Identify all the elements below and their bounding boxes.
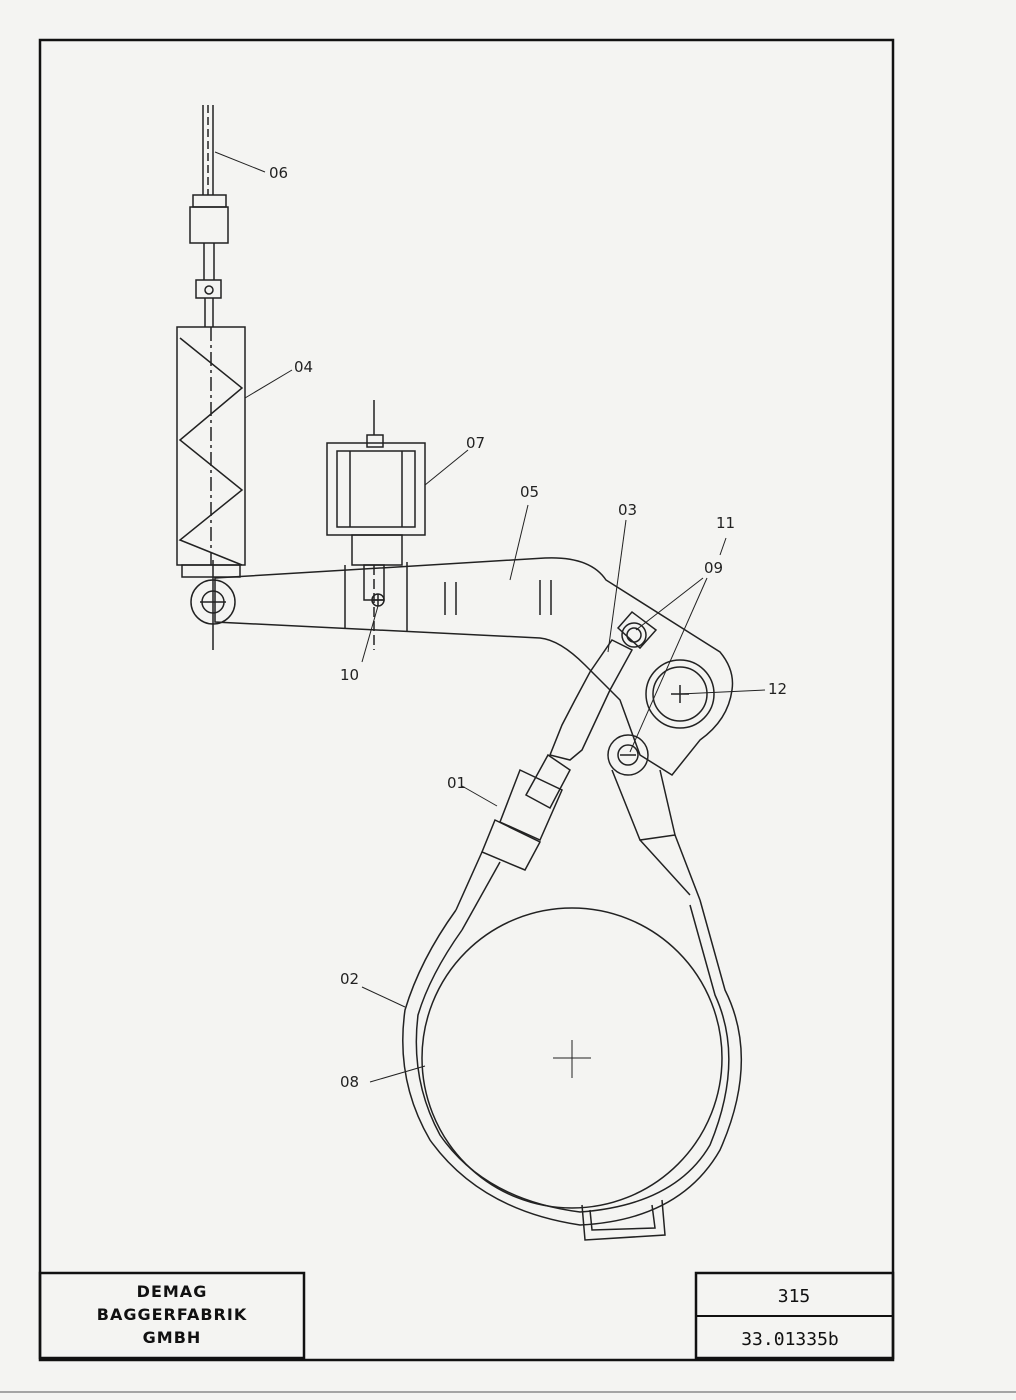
drawing-number: 33.01335b (741, 1329, 839, 1350)
spring-cylinder-04 (176, 326, 246, 578)
mechanism (176, 105, 766, 1241)
company-line-2: BAGGERFABRIK (97, 1305, 247, 1324)
magnet-07 (326, 400, 426, 650)
label-07: 07 (466, 434, 485, 452)
label-08: 08 (340, 1073, 359, 1091)
rope-06 (189, 105, 229, 327)
lever-arm-05 (190, 557, 734, 776)
title-block-numbers: 315 33.01335b (694, 1271, 895, 1360)
sheet-number: 315 (778, 1286, 811, 1307)
leader-lines (214, 151, 766, 1083)
company-line-3: GMBH (143, 1328, 202, 1347)
title-block-company: DEMAG BAGGERFABRIK GMBH (38, 1271, 306, 1360)
pin-09-upper (616, 610, 658, 650)
label-03: 03 (618, 501, 637, 519)
pin-09-lower (607, 734, 701, 901)
label-06: 06 (269, 164, 288, 182)
label-10: 10 (340, 666, 359, 684)
label-05: 05 (520, 483, 539, 501)
label-04: 04 (294, 358, 313, 376)
drawing-frame (38, 38, 895, 1362)
label-11: 11 (716, 514, 735, 532)
label-12: 12 (768, 680, 787, 698)
brake-band-02 (402, 899, 742, 1226)
company-line-1: DEMAG (137, 1282, 208, 1301)
band-clip (581, 1199, 666, 1241)
brake-drum-08 (421, 907, 723, 1209)
label-02: 02 (340, 970, 359, 988)
label-09: 09 (704, 559, 723, 577)
label-01: 01 (447, 774, 466, 792)
link-03-turnbuckle-01 (455, 639, 634, 931)
